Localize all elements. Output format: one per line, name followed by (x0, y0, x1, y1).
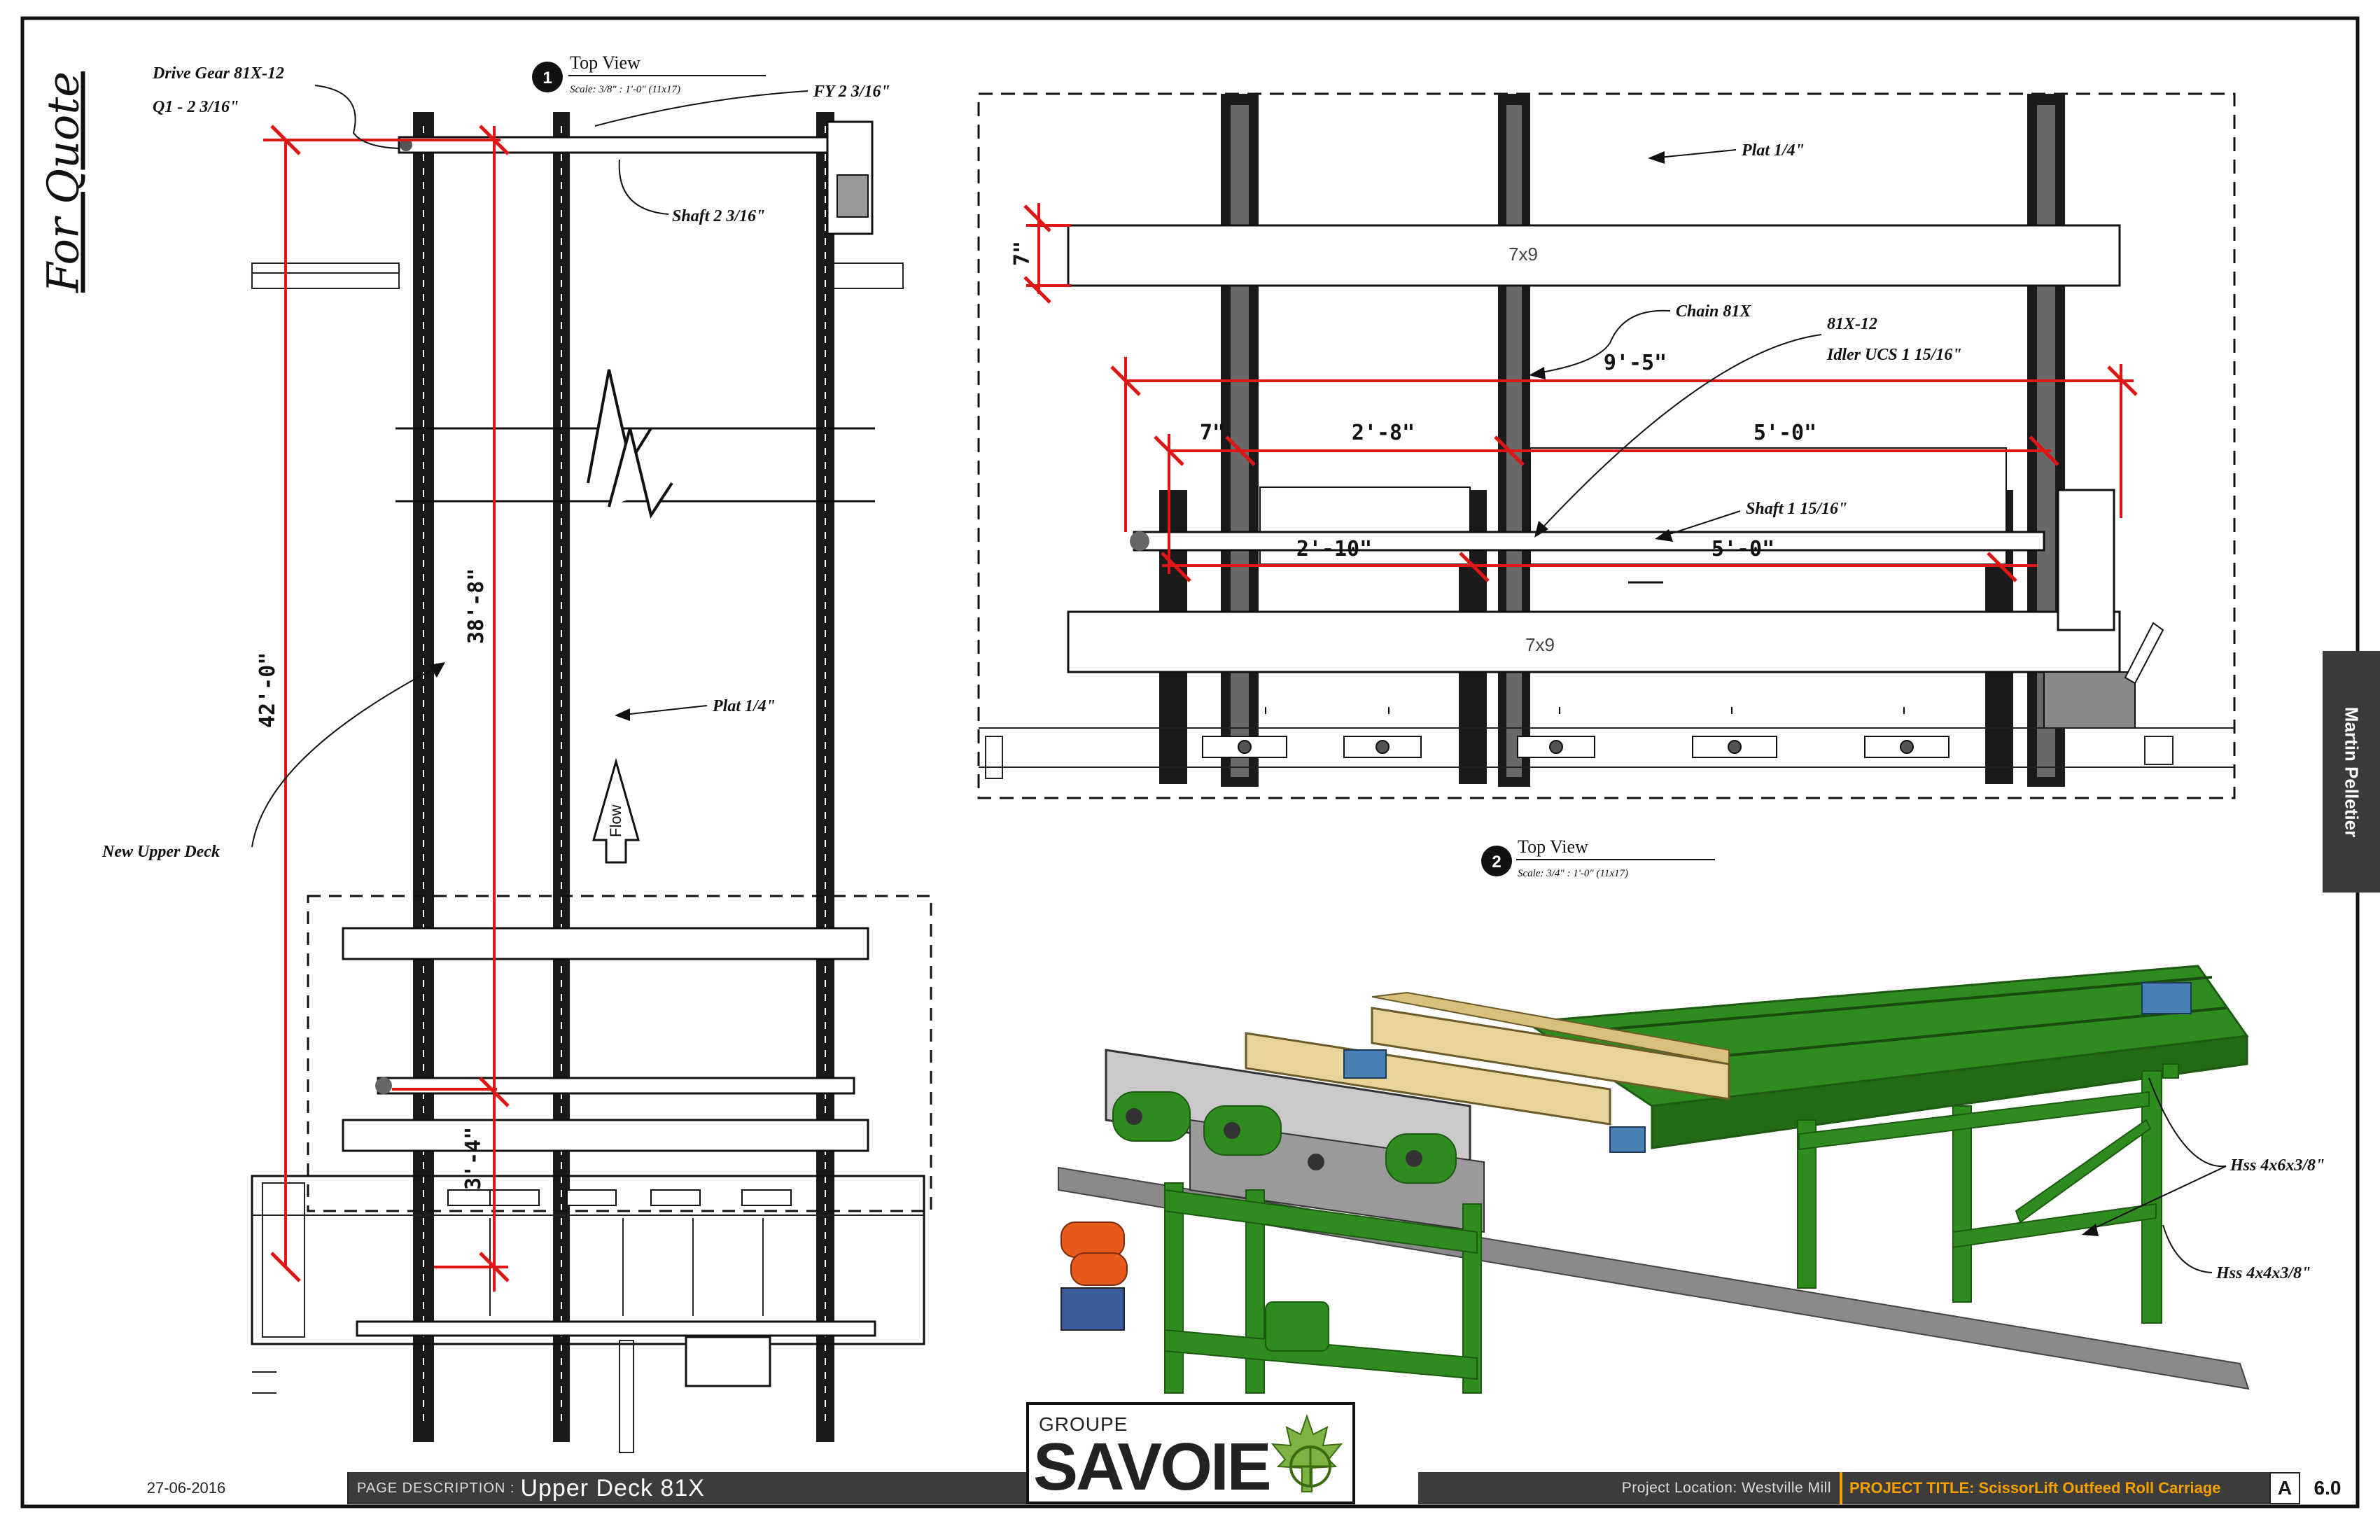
v2-callout-sprocket: 81X-12 (1827, 315, 1877, 333)
page-description: PAGE DESCRIPTION : Upper Deck 81X (349, 1472, 1057, 1504)
designer-tab: Martin Pelletier (2323, 651, 2380, 892)
flow-label: Flow (607, 804, 624, 837)
detail-region (307, 895, 932, 1212)
v2-callout-shaft: Shaft 1 15/16" (1746, 500, 1847, 518)
dim-42ft: 42'-0" (255, 652, 280, 728)
callout-plat: Plat 1/4" (712, 697, 776, 715)
v2-dim-2ft8: 2'-8" (1352, 421, 1415, 445)
view2-drawing: 7x9 7x9 (977, 92, 2236, 799)
for-quote-text: For Quote (37, 71, 89, 293)
view2-scale: Scale: 3/4" : 1'-0" (11x17) (1518, 868, 1628, 879)
view1-callouts: 1 Top View Scale: 3/8" : 1'-0" (11x17) D… (102, 52, 890, 861)
callout-new-upper-deck: New Upper Deck (102, 843, 220, 861)
v2-dim-7in-gap: 7" (1010, 241, 1035, 266)
view1-drawing (251, 112, 932, 1453)
v2-beam-top (1067, 224, 2121, 287)
callout-hss-bottom: Hss 4x4x3/8" (2216, 1264, 2311, 1282)
designer-name: Martin Pelletier (2341, 706, 2362, 837)
callout-hss-top: Hss 4x6x3/8" (2230, 1156, 2325, 1175)
view2-number-badge (1481, 846, 1512, 876)
for-quote-stamp: For Quote (28, 63, 98, 301)
view2-region (977, 92, 2236, 799)
view2-callouts: Plat 1/4" Chain 81X 81X-12 Idler UCS 1 1… (1481, 141, 1962, 879)
callout-drive-gear: Drive Gear 81X-12 (152, 64, 284, 83)
v2-beam-bottom (1067, 610, 2121, 673)
revision-letter: A (2269, 1472, 2300, 1504)
view2-dimensions: 7" 9'-5" 7" 2'-8" 5'-0" 2'-10" 5'-0" (1010, 203, 2138, 582)
dim-3ft: 3'-4" (461, 1127, 486, 1190)
flow-arrow (592, 757, 640, 864)
v2-dim-9ft: 9'-5" (1604, 351, 1667, 375)
callout-q1: Q1 - 2 3/16" (153, 98, 239, 116)
iso-wood-beam-1 (1371, 1007, 1730, 1100)
view2-number: 2 (1492, 853, 1501, 872)
page-description-value: Upper Deck 81X (520, 1474, 705, 1502)
callout-shaft: Shaft 2 3/16" (672, 207, 765, 225)
lower-motor (685, 1336, 771, 1387)
title-block: 27-06-2016 PAGE DESCRIPTION : Upper Deck… (25, 1472, 2353, 1504)
v2-callout-chain: Chain 81X (1676, 302, 1751, 321)
view1-title: Top View (570, 52, 640, 73)
maple-leaf-icon (1270, 1413, 1343, 1492)
v2-callout-idler: Idler UCS 1 15/16" (1826, 346, 1962, 364)
v2-dim-2ft10: 2'-10" (1296, 537, 1372, 561)
project-location: Project Location: Westville Mill (1418, 1472, 1840, 1504)
v2-dim-5ft-top: 5'-0" (1754, 421, 1816, 445)
iso-view-drawing (1058, 965, 2250, 1394)
view1-scale: Scale: 3/8" : 1'-0" (11x17) (570, 84, 680, 95)
view1-number: 1 (542, 69, 552, 88)
logo-line2: SAVOIE (1033, 1429, 1272, 1504)
v2-dim-5ft-bottom: 5'-0" (1712, 537, 1774, 561)
v2-beam-bottom-label: 7x9 (1525, 634, 1555, 655)
page-description-label: PAGE DESCRIPTION : (357, 1480, 515, 1496)
iso-wood-beam-2 (1245, 1032, 1611, 1126)
view1-dimensions: 42'-0" 38'-8" 3'-4" (255, 125, 510, 1292)
v2-dim-7in: 7" (1200, 421, 1225, 445)
logo-line1: GROUPE (1039, 1413, 1128, 1435)
page-number: 6.0 (2302, 1472, 2353, 1504)
callout-fy: FY 2 3/16" (813, 83, 890, 101)
drawing-date: 27-06-2016 (25, 1472, 349, 1504)
company-logo: GROUPE SAVOIE (1026, 1402, 1355, 1504)
dim-38ft: 38'-8" (464, 568, 489, 644)
view2-title: Top View (1518, 836, 1588, 857)
iso-callouts: Hss 4x6x3/8" Hss 4x4x3/8" (2082, 1077, 2325, 1282)
v2-beam-top-label: 7x9 (1508, 244, 1538, 265)
project-title: PROJECT TITLE: ScissorLift Outfeed Roll … (1840, 1472, 2278, 1504)
view1-number-badge (532, 62, 563, 92)
v2-callout-plat: Plat 1/4" (1741, 141, 1805, 160)
